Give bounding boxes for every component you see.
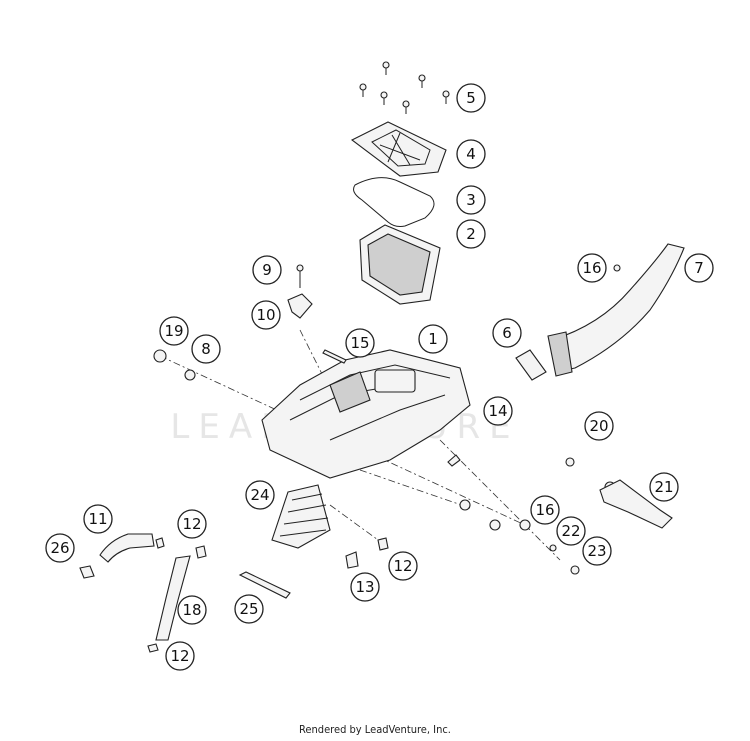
small-clip-part xyxy=(79,565,95,579)
svg-text:4: 4 xyxy=(466,145,476,163)
svg-text:13: 13 xyxy=(355,578,374,596)
svg-text:25: 25 xyxy=(239,600,258,618)
callout-17: 19 xyxy=(159,316,189,346)
callout-6: 6 xyxy=(492,318,522,348)
intake-duct-part xyxy=(547,243,685,377)
bolt-grommet-left-part xyxy=(153,349,196,381)
screw-set-part xyxy=(359,61,450,114)
callout-1: 1 xyxy=(418,324,448,354)
mount-bracket-part xyxy=(565,457,673,529)
callout-5: 5 xyxy=(456,83,486,113)
airbox-part xyxy=(261,349,471,479)
callout-13: 13 xyxy=(350,572,380,602)
drain-hose-part xyxy=(155,555,191,641)
footer-credit: Rendered by LeadVenture, Inc. xyxy=(299,723,451,736)
svg-text:8: 8 xyxy=(201,340,211,358)
svg-text:3: 3 xyxy=(466,191,476,209)
svg-text:16: 16 xyxy=(582,259,601,277)
svg-text:19: 19 xyxy=(164,322,183,340)
svg-text:21: 21 xyxy=(654,478,673,496)
intake-boot-part xyxy=(271,484,331,549)
svg-text:18: 18 xyxy=(182,601,201,619)
fastener-set-part xyxy=(459,499,580,575)
svg-text:26: 26 xyxy=(50,539,69,557)
svg-text:12: 12 xyxy=(182,515,201,533)
callout-4: 4 xyxy=(456,139,486,169)
air-filter-part xyxy=(359,224,441,305)
svg-text:22: 22 xyxy=(561,522,580,540)
callout-7: 7 xyxy=(684,253,714,283)
svg-text:15: 15 xyxy=(350,334,369,352)
callout-2: 2 xyxy=(456,219,486,249)
svg-text:14: 14 xyxy=(488,402,507,420)
callout-10: 10 xyxy=(251,300,281,330)
callout-21: 21 xyxy=(649,472,679,502)
callout-25: 25 xyxy=(234,594,264,624)
callout-11: 11 xyxy=(83,504,113,534)
airbox-cover-part xyxy=(350,121,447,177)
callout-8: 8 xyxy=(191,334,221,364)
callout-22: 22 xyxy=(556,516,586,546)
callout-24: 24 xyxy=(245,480,275,510)
callout-12: 12 xyxy=(177,509,207,539)
callout-12: 12 xyxy=(165,641,195,671)
callout-15: 15 xyxy=(345,328,375,358)
clip-part xyxy=(322,349,347,364)
hose-clamp-part xyxy=(147,537,389,653)
svg-text:9: 9 xyxy=(262,261,272,279)
screw-part xyxy=(447,454,461,467)
callout-16: 16 xyxy=(530,495,560,525)
svg-text:20: 20 xyxy=(589,417,608,435)
hose-part xyxy=(99,533,155,563)
grommet-part xyxy=(515,349,547,381)
svg-text:2: 2 xyxy=(466,225,476,243)
callout-3: 3 xyxy=(456,185,486,215)
svg-text:12: 12 xyxy=(170,647,189,665)
bracket-part xyxy=(287,264,313,319)
callout-23: 23 xyxy=(582,536,612,566)
callout-14: 14 xyxy=(483,396,513,426)
svg-text:1: 1 xyxy=(428,330,438,348)
callout-26: 26 xyxy=(45,533,75,563)
svg-text:6: 6 xyxy=(502,324,512,342)
small-screw-part xyxy=(613,264,621,272)
svg-text:5: 5 xyxy=(466,89,476,107)
svg-text:16: 16 xyxy=(535,501,554,519)
gasket-part xyxy=(353,177,435,227)
callout-19: 18 xyxy=(177,595,207,625)
svg-text:12: 12 xyxy=(393,557,412,575)
callout-9: 9 xyxy=(252,255,282,285)
callout-20: 20 xyxy=(584,411,614,441)
svg-text:23: 23 xyxy=(587,542,606,560)
callout-18: 16 xyxy=(577,253,607,283)
svg-text:11: 11 xyxy=(88,510,107,528)
svg-text:7: 7 xyxy=(694,259,704,277)
callout-12: 12 xyxy=(388,551,418,581)
strap-part xyxy=(238,571,291,599)
svg-text:24: 24 xyxy=(250,486,269,504)
svg-text:10: 10 xyxy=(256,306,275,324)
